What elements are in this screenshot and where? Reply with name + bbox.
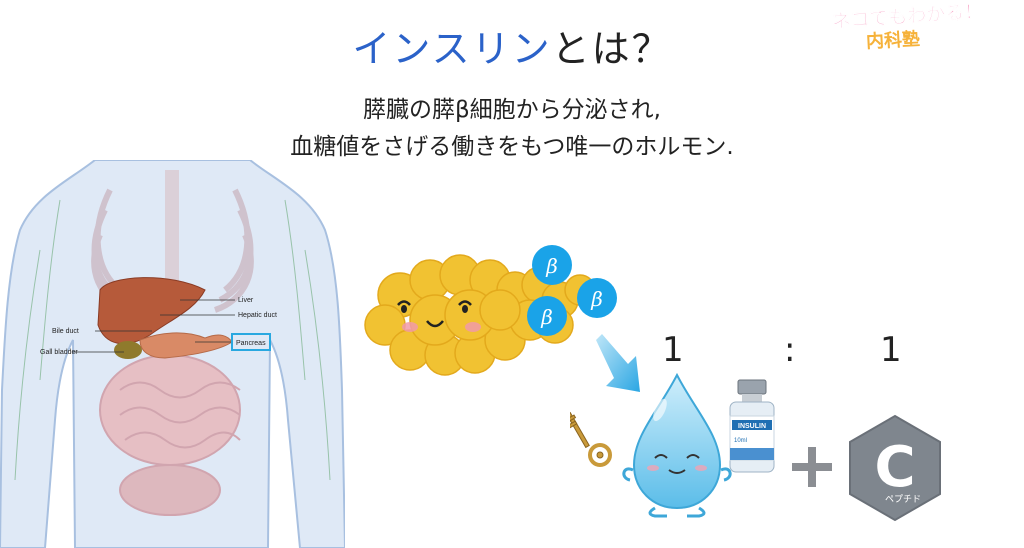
- gall-bladder: [114, 341, 142, 359]
- beta-label-2: β: [590, 287, 603, 311]
- ratio-left: 1: [662, 330, 684, 370]
- beta-cell-1: [532, 245, 572, 285]
- c-peptide-letter: C: [874, 435, 915, 500]
- title-insulin: インスリン: [352, 27, 552, 71]
- label-liver: Liver: [238, 297, 254, 304]
- insulin-vial: INSULIN 10ml: [729, 379, 775, 473]
- insulin-drop-character: [622, 372, 732, 518]
- beta-cell-3: [527, 296, 567, 336]
- c-peptide-caption: ペプチド: [885, 494, 921, 505]
- beta-cell-2: [577, 278, 617, 318]
- anatomy-illustration: Liver Hepatic duct Bile duct Gall bladde…: [0, 160, 345, 548]
- ratio-separator: :: [784, 330, 796, 370]
- label-lines: [72, 299, 235, 353]
- ratio-right: 1: [880, 330, 902, 370]
- label-bile-duct: Bile duct: [52, 328, 79, 335]
- pancreas-highlight-box: [231, 333, 271, 351]
- label-hepatic-duct: Hepatic duct: [238, 312, 277, 319]
- logo-line-1: ネコでもわかる！: [831, 2, 984, 33]
- label-pancreas: Pancreas: [236, 340, 266, 347]
- beta-cells: β β β: [527, 245, 617, 336]
- logo-line-2: 内科塾: [865, 28, 920, 50]
- logo: ネコでもわかる！ 内科塾: [831, 2, 984, 50]
- plus-icon: [792, 447, 832, 487]
- vial-label: INSULIN: [738, 423, 766, 430]
- beta-label-1: β: [545, 254, 558, 278]
- key-icon: [570, 411, 612, 467]
- vial-volume: 10ml: [734, 438, 747, 444]
- intestines: [99, 354, 241, 516]
- title-towa: とは？: [551, 27, 672, 71]
- liver: [97, 277, 206, 345]
- label-gall-bladder: Gall bladder: [40, 349, 78, 356]
- vessels: [14, 199, 331, 481]
- subtitle-line-2: 血糖値をさげる働きをもつ唯一のホルモン.: [290, 134, 734, 160]
- sternum: [165, 170, 179, 300]
- arrow-down-right-icon: [596, 334, 640, 392]
- subtitle-line-1: 膵臓の膵β細胞から分泌され,: [363, 97, 661, 123]
- c-peptide-hexagon: C ペプチド: [849, 414, 941, 522]
- beta-label-3: β: [540, 305, 553, 329]
- page-title: インスリンとは？: [0, 18, 1024, 73]
